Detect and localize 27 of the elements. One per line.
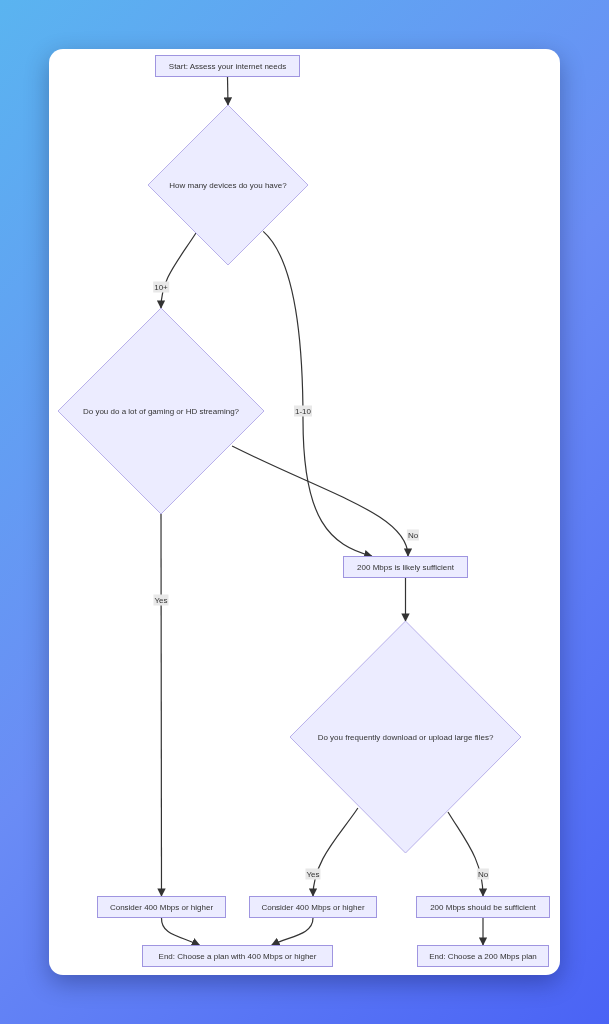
arrow (231, 445, 411, 557)
decision-text: Do you do a lot of gaming or HD streaming? (82, 406, 240, 416)
decision-text: How many devices do you have? (169, 180, 287, 190)
process-box: 200 Mbps is likely sufficient (343, 556, 468, 578)
arrow (309, 807, 359, 897)
edge-label: No (476, 868, 490, 880)
decision-text: Do you frequently download or upload large files? (317, 732, 494, 742)
arrow (271, 917, 314, 946)
process-box: Start: Assess your internet needs (155, 55, 300, 77)
arrow (401, 577, 410, 622)
arrow (160, 917, 201, 946)
edge-label: Yes (305, 868, 321, 880)
process-box: Consider 400 Mbps or higher (97, 896, 226, 918)
arrow (157, 513, 166, 897)
arrow (447, 811, 487, 897)
arrow (157, 232, 197, 309)
edge-label: Yes (153, 594, 169, 606)
edge-label: No (406, 529, 420, 541)
arrow (478, 917, 488, 946)
arrow (223, 76, 233, 106)
process-box: 200 Mbps should be sufficient (416, 896, 550, 918)
arrow (262, 230, 373, 558)
edge-label: 10+ (153, 281, 169, 293)
process-box: Consider 400 Mbps or higher (249, 896, 377, 918)
process-box: End: Choose a 200 Mbps plan (417, 945, 549, 967)
edge-label: 1-10 (294, 405, 312, 417)
process-box: End: Choose a plan with 400 Mbps or higher (142, 945, 333, 967)
